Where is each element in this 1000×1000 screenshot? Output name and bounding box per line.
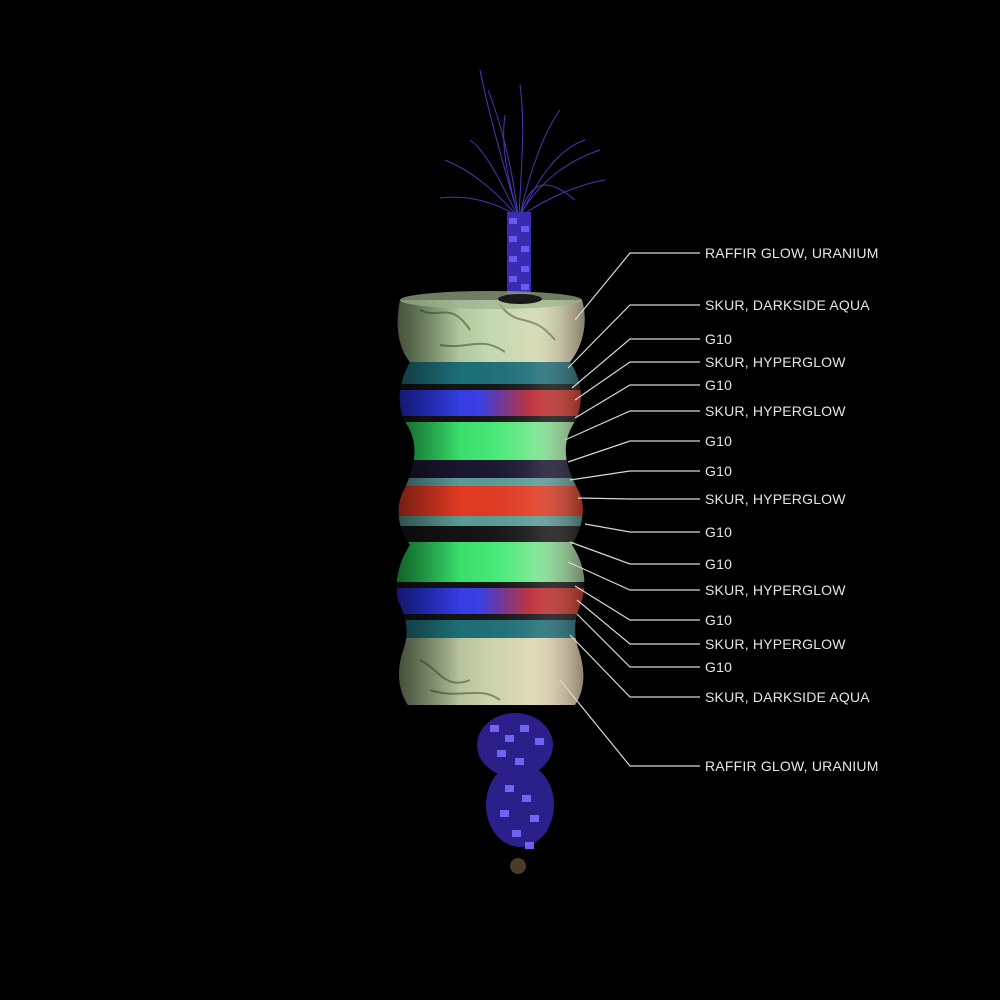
label-g10-7: G10 [705, 612, 733, 628]
label-g10-3: G10 [705, 433, 733, 449]
label-g10-6: G10 [705, 556, 733, 572]
label-g10-2: G10 [705, 377, 733, 393]
label-g10-8: G10 [705, 659, 733, 675]
label-raffir-glow-uranium-bottom: RAFFIR GLOW, URANIUM [705, 758, 879, 774]
label-skur-hyperglow-1: SKUR, HYPERGLOW [705, 354, 846, 370]
label-g10-4: G10 [705, 463, 733, 479]
label-skur-hyperglow-4: SKUR, HYPERGLOW [705, 582, 846, 598]
label-skur-darkside-aqua-bottom: SKUR, DARKSIDE AQUA [705, 689, 870, 705]
label-skur-hyperglow-5: SKUR, HYPERGLOW [705, 636, 846, 652]
label-raffir-glow-uranium-top: RAFFIR GLOW, URANIUM [705, 245, 879, 261]
label-g10-5: G10 [705, 524, 733, 540]
label-skur-hyperglow-2: SKUR, HYPERGLOW [705, 403, 846, 419]
label-g10-1: G10 [705, 331, 733, 347]
label-skur-darkside-aqua-top: SKUR, DARKSIDE AQUA [705, 297, 870, 313]
label-skur-hyperglow-3: SKUR, HYPERGLOW [705, 491, 846, 507]
